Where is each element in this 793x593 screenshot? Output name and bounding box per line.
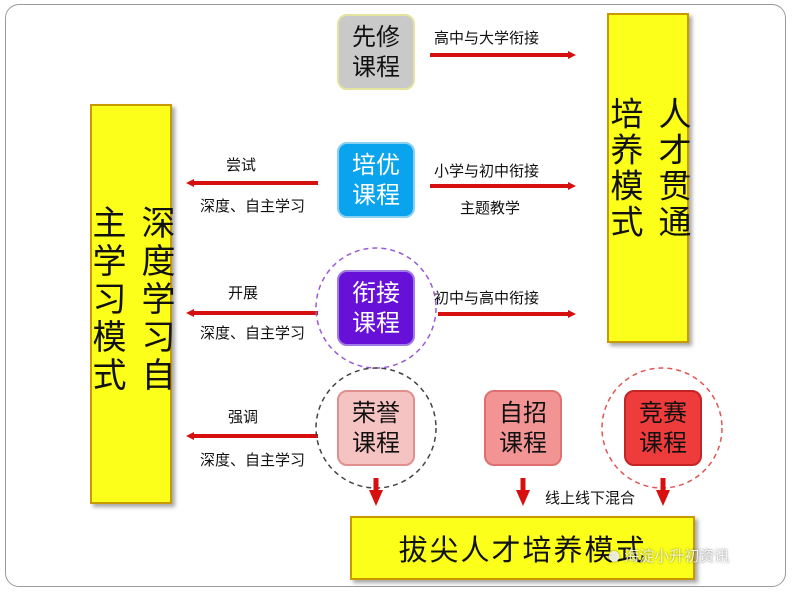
label-blend: 线上线下混合 xyxy=(545,489,636,507)
label-rongyu-left-2: 深度、自主学习 xyxy=(200,451,306,469)
label-rongyu-left-1: 强调 xyxy=(228,408,259,426)
top-talent-mode-title: 拔尖人才培养模式 xyxy=(398,533,647,567)
label-xianjie-left-1: 开展 xyxy=(228,284,259,302)
course-peiyou-label: 培优课程 xyxy=(352,151,400,209)
course-xianxiu-label: 先修课程 xyxy=(352,23,400,81)
course-xianxiu: 先修课程 xyxy=(337,14,415,90)
course-xianjie-label: 衔接课程 xyxy=(352,279,400,337)
course-zizhao: 自招课程 xyxy=(484,390,562,466)
slide-frame xyxy=(5,4,786,587)
talent-through-mode-title: 人才贯通培养模式 xyxy=(605,96,692,241)
course-peiyou: 培优课程 xyxy=(337,142,415,218)
talent-through-mode-panel: 人才贯通培养模式 xyxy=(605,13,692,343)
watermark-text: 海淀小升初资讯 xyxy=(624,547,730,565)
label-peiyou-right-1: 小学与初中衔接 xyxy=(434,162,540,180)
course-zizhao-label: 自招课程 xyxy=(499,399,547,457)
label-xianjie-left-2: 深度、自主学习 xyxy=(200,324,306,342)
top-talent-mode-panel: 拔尖人才培养模式 xyxy=(350,516,695,580)
deep-learning-mode-panel: 深度学习自主学习模式 xyxy=(86,104,175,504)
course-jingsai: 竞赛课程 xyxy=(624,390,702,466)
course-rongyu: 荣誉课程 xyxy=(337,390,415,466)
label-peiyou-left-1: 尝试 xyxy=(226,156,257,174)
deep-learning-mode-title: 深度学习自主学习模式 xyxy=(86,205,175,395)
wechat-icon: ● xyxy=(608,547,621,564)
course-xianjie: 衔接课程 xyxy=(337,270,415,346)
label-peiyou-right-2: 主题教学 xyxy=(460,199,521,217)
label-xianxiu-right: 高中与大学衔接 xyxy=(434,29,540,47)
course-rongyu-label: 荣誉课程 xyxy=(352,399,400,457)
watermark: ● 海淀小升初资讯 xyxy=(608,545,729,566)
label-peiyou-left-2: 深度、自主学习 xyxy=(200,197,306,215)
label-xianjie-right: 初中与高中衔接 xyxy=(434,289,540,307)
course-jingsai-label: 竞赛课程 xyxy=(639,399,687,457)
